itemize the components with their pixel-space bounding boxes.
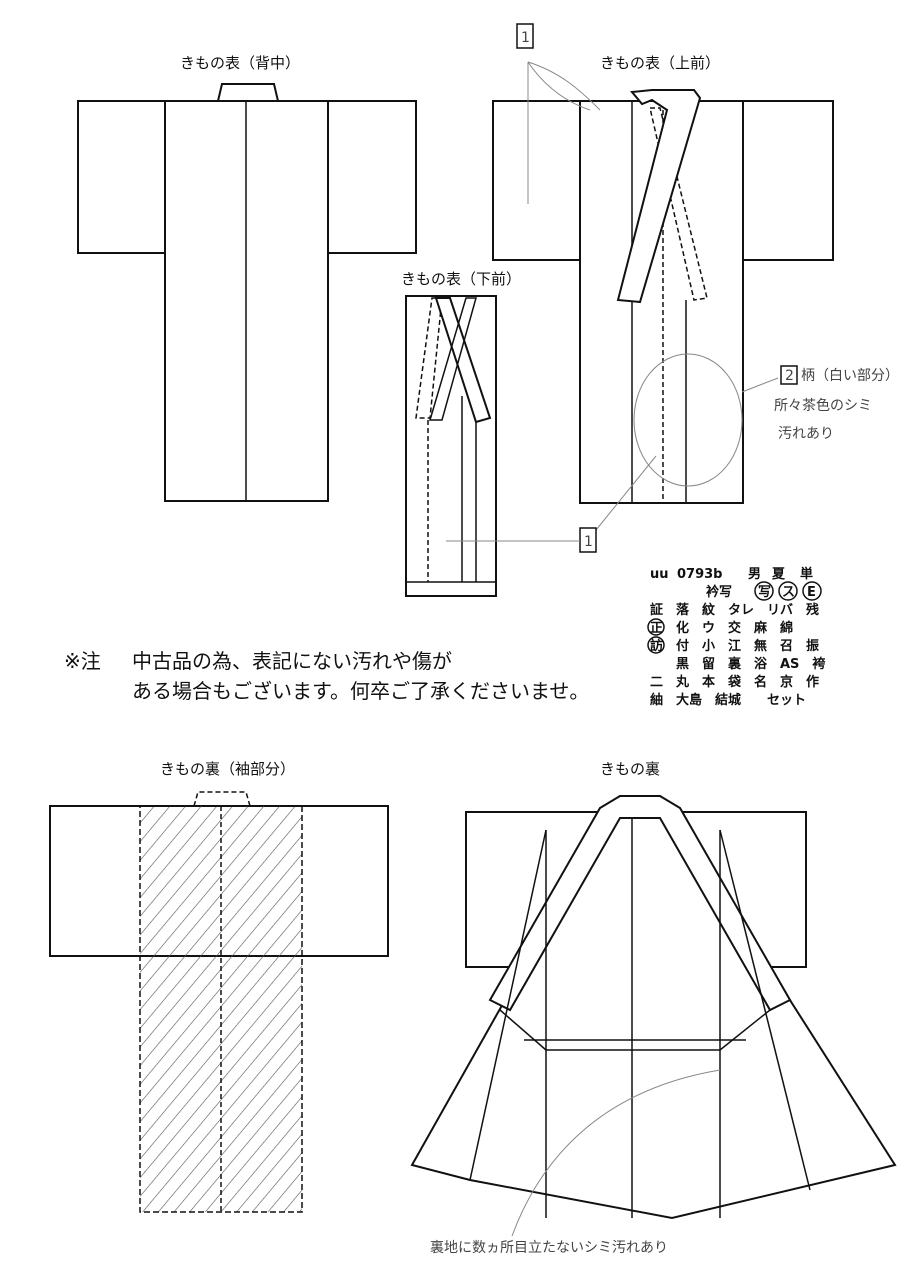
note-line3: 汚れあり <box>778 426 834 442</box>
marker-top-text: 1 <box>521 30 530 46</box>
circle-mark <box>778 581 798 601</box>
pencil-lines <box>741 377 779 393</box>
code-table: uu 0793b 男 夏 単 衿写 写 ス E 証 落 紋 タレ リバ 残 化 … <box>647 566 826 708</box>
code-row: 黒 留 裏 浴 AS 袴 <box>650 656 826 672</box>
collar-dashed <box>193 791 251 807</box>
upper-front-label: きもの表（上前） <box>600 54 720 72</box>
code-cell: ス <box>782 585 795 600</box>
code-cell: 男 <box>748 567 761 582</box>
kimono-upper-front-view: きもの表（上前） <box>492 54 834 531</box>
pencil-lines <box>527 61 601 111</box>
code-cell: 正 <box>650 621 663 636</box>
lining-line <box>719 1009 771 1051</box>
pencil-lines <box>511 1069 721 1237</box>
id-prefix: uu <box>650 567 669 582</box>
kimono-back-view: きもの表（背中） <box>77 54 417 502</box>
lining-line <box>719 829 811 1191</box>
under-collar <box>649 107 708 301</box>
code-row: 二 丸 本 袋 名 京 作 <box>650 674 819 690</box>
notice-line1: 中古品の為、表記にない汚れや傷が <box>132 649 452 673</box>
crossing-collar <box>428 297 477 421</box>
id-number: 0793b <box>677 567 723 582</box>
kimono-inner-view: きもの裏 裏地に数ヵ所目立たないシミ汚れあり <box>410 760 897 1256</box>
circle-mark <box>802 581 822 601</box>
code-cell: 単 <box>800 566 813 582</box>
back-view-label: きもの表（背中） <box>180 54 300 72</box>
note-number: 2 <box>785 368 794 384</box>
lower-front-label: きもの表（下前） <box>401 270 521 288</box>
code-cell: 写 <box>758 585 771 600</box>
code-row: 化 ウ 交 麻 綿 <box>650 620 793 636</box>
code-row: 紬 大島 結城 セット <box>650 692 806 708</box>
lining-line <box>469 829 547 1181</box>
marker-box-top <box>516 23 534 49</box>
lining-line <box>499 1009 547 1051</box>
collar-back <box>216 83 280 102</box>
marker-box-bottom <box>579 527 597 553</box>
lower-collar <box>434 297 492 424</box>
kimono-lower-front-view: きもの表（下前） <box>401 270 580 597</box>
code-cell: 訪 <box>650 638 663 654</box>
note-line2: 所々茶色のシミ <box>774 397 872 414</box>
code-cell: 夏 <box>771 567 786 582</box>
upper-collar <box>616 89 702 304</box>
note-number-box <box>780 365 798 385</box>
notice-line2: ある場合もございます。何卒ご了承くださいませ。 <box>132 679 589 703</box>
notice: ※注 中古品の為、表記にない汚れや傷が ある場合もございます。何卒ご了承ください… <box>64 649 589 703</box>
code-row: 証 落 紋 タレ リバ 残 <box>650 602 819 618</box>
inner-label: きもの裏 <box>600 760 660 778</box>
notice-mark: ※注 <box>64 649 101 673</box>
circle-mark <box>754 581 774 601</box>
stain-area-circle <box>633 353 743 487</box>
inner-sleeve-label: きもの裏（袖部分） <box>160 760 295 778</box>
code-cell: E <box>807 585 816 600</box>
circle-mark <box>647 618 665 636</box>
pencil-lines <box>527 61 591 111</box>
note-title: 柄（白い部分） <box>801 368 899 384</box>
code-row: 付 小 江 無 召 振 <box>650 638 819 654</box>
marker-bottom-text: 1 <box>584 534 593 550</box>
stain-note: 2 柄（白い部分） 所々茶色のシミ 汚れあり <box>774 365 899 442</box>
lining-note: 裏地に数ヵ所目立たないシミ汚れあり <box>430 1239 668 1256</box>
kimono-inner-sleeve-view: きもの裏（袖部分） <box>49 760 389 1213</box>
pencil-lines <box>595 455 657 531</box>
code-cell: 衿写 <box>706 584 732 600</box>
circle-mark <box>647 636 665 654</box>
